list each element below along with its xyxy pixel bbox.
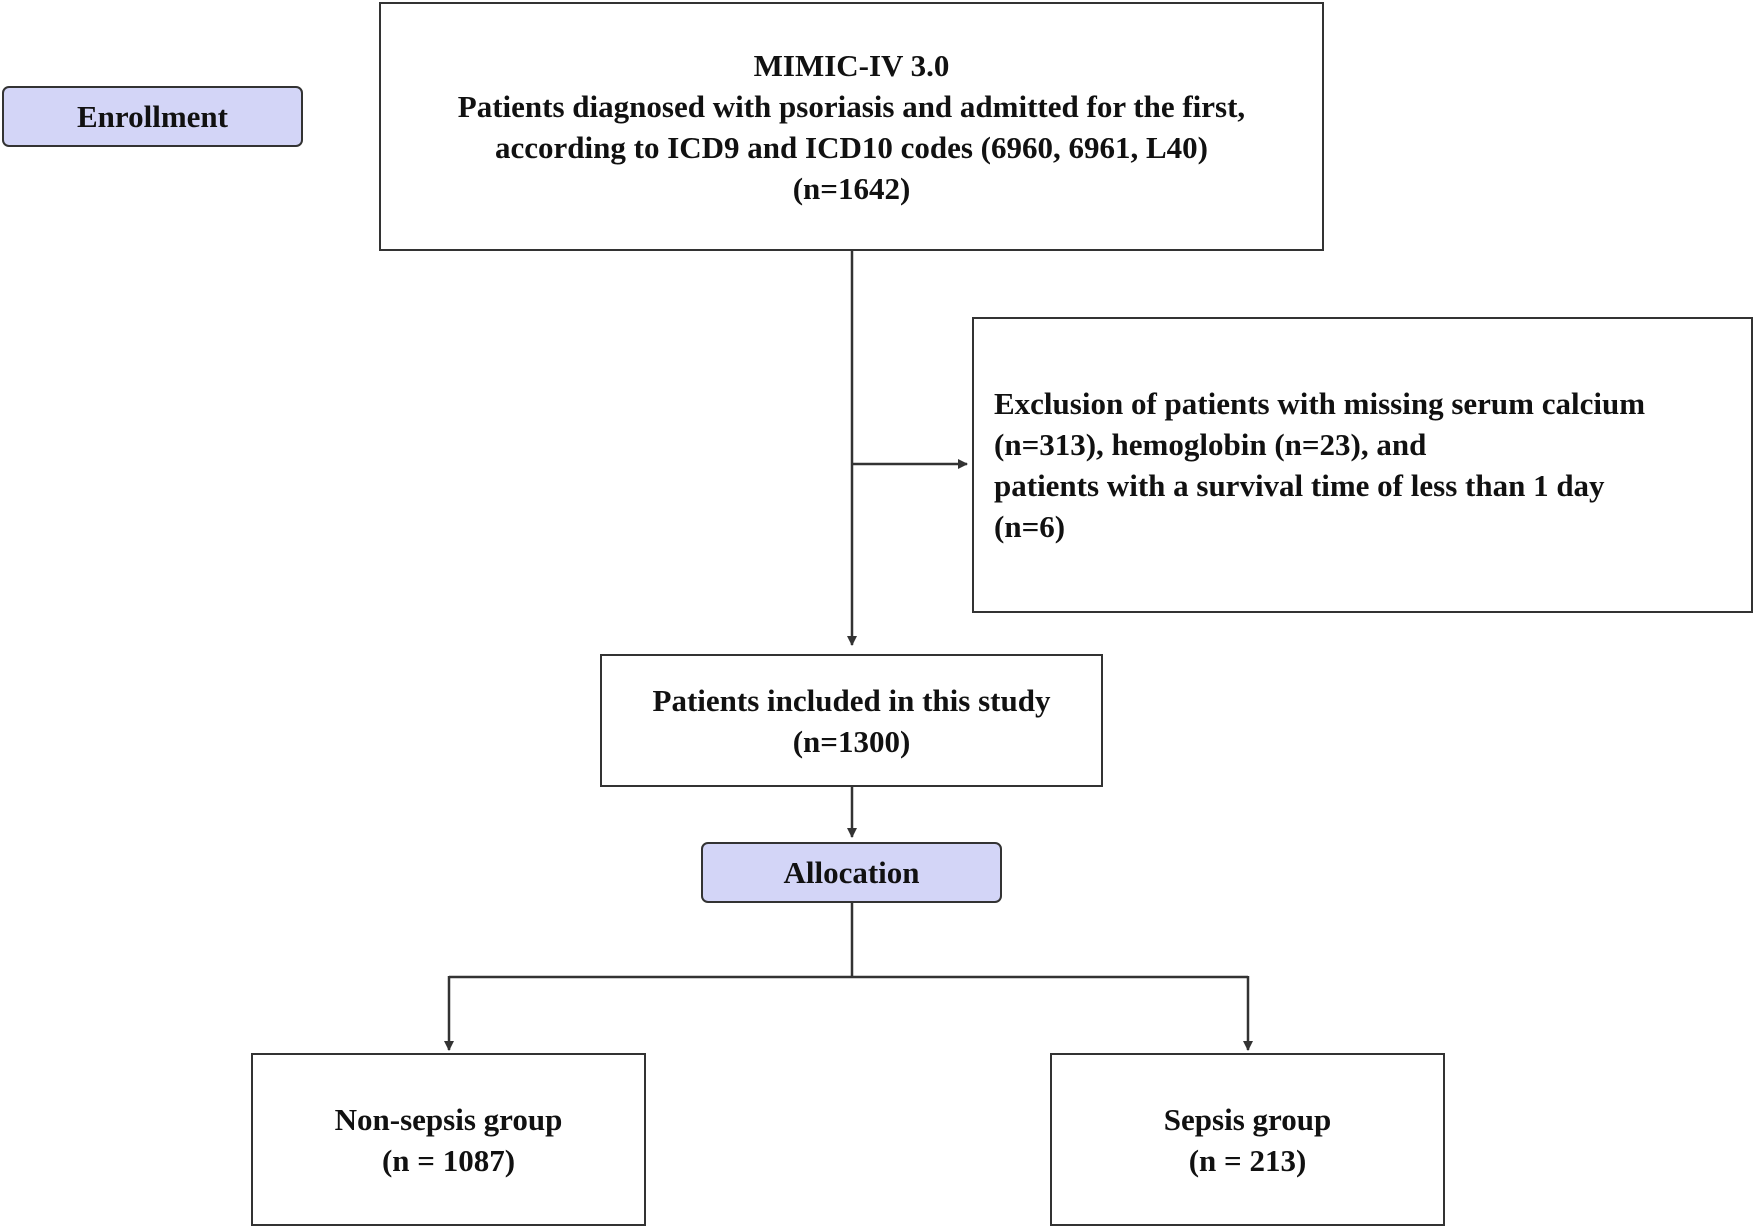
sepsis-group-label: Sepsis group — [1163, 1101, 1332, 1137]
non-sepsis-group-box: Non-sepsis group (n = 1087) — [251, 1053, 646, 1226]
included-count: (n=1300) — [792, 723, 911, 759]
included-label: Patients included in this study — [652, 682, 1051, 718]
exclusion-criteria-box: Exclusion of patients with missing serum… — [972, 317, 1753, 613]
sepsis-group-box: Sepsis group (n = 213) — [1050, 1053, 1445, 1226]
source-count: (n=1642) — [792, 170, 911, 206]
non-sepsis-group-label: Non-sepsis group — [334, 1101, 563, 1137]
exclusion-line-4: (n=6) — [994, 509, 1066, 544]
exclusion-line-1: Exclusion of patients with missing serum… — [994, 386, 1646, 421]
non-sepsis-group-count: (n = 1087) — [381, 1142, 516, 1178]
source-description-line-2: according to ICD9 and ICD10 codes (6960,… — [495, 129, 1208, 165]
source-title: MIMIC-IV 3.0 — [753, 47, 950, 83]
source-description-line-1: Patients diagnosed with psoriasis and ad… — [457, 88, 1246, 124]
enrollment-label-text: Enrollment — [77, 98, 228, 134]
allocation-label-text: Allocation — [783, 854, 920, 890]
source-population-box: MIMIC-IV 3.0 Patients diagnosed with pso… — [379, 2, 1324, 251]
exclusion-line-2: (n=313), hemoglobin (n=23), and — [994, 427, 1427, 462]
allocation-stage-label: Allocation — [701, 842, 1002, 903]
sepsis-group-count: (n = 213) — [1188, 1142, 1307, 1178]
enrollment-stage-label: Enrollment — [2, 86, 303, 147]
exclusion-line-3: patients with a survival time of less th… — [994, 468, 1605, 503]
included-patients-box: Patients included in this study (n=1300) — [600, 654, 1103, 787]
